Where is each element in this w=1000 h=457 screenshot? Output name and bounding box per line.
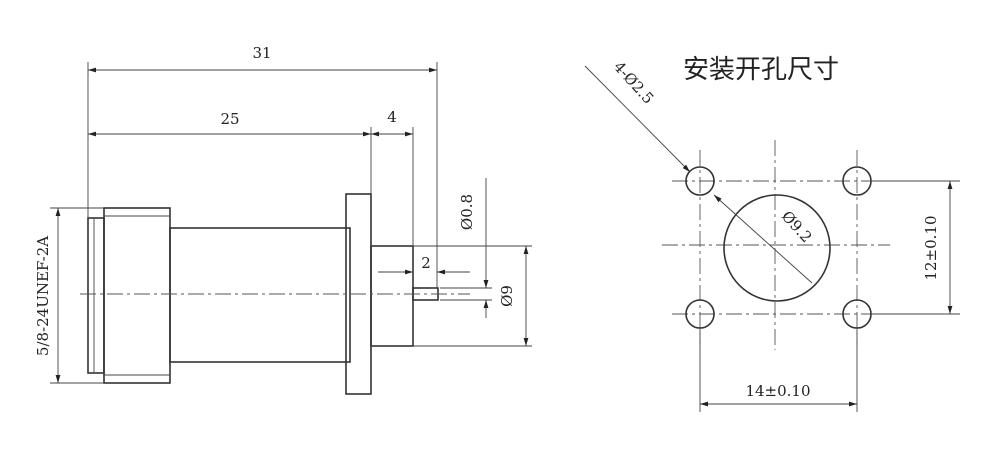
dim-flange-length: 4 <box>387 108 397 126</box>
coupling-nut <box>103 207 171 384</box>
side-view: 31 25 4 2 Ø0.8 Ø9 5/8-24UNEF-2A <box>34 44 532 395</box>
cutout-title: 安装开孔尺寸 <box>683 55 839 85</box>
panel-cutout-view: 安装开孔尺寸 4-Ø2.5 Ø9.2 12±0.10 14±0.10 <box>584 55 960 412</box>
center-hole <box>723 194 831 302</box>
dim-horizontal-spacing: 14±0.10 <box>745 382 810 400</box>
thread-face <box>87 217 105 374</box>
dim-body-length: 25 <box>220 110 239 128</box>
dim-insulator-diameter: Ø9 <box>498 285 516 307</box>
main-body <box>169 227 351 363</box>
dim-vertical-spacing: 12±0.10 <box>922 215 940 280</box>
dim-center-hole: Ø9.2 <box>778 207 816 246</box>
dim-pin-protrusion: 2 <box>421 254 431 272</box>
mount-hole-tl <box>685 166 715 196</box>
dim-pin-diameter: Ø0.8 <box>458 194 476 230</box>
dim-mount-holes: 4-Ø2.5 <box>610 58 657 108</box>
dim-thread: 5/8-24UNEF-2A <box>34 236 52 356</box>
dim-overall-length: 31 <box>252 44 271 62</box>
insulator <box>370 245 414 347</box>
